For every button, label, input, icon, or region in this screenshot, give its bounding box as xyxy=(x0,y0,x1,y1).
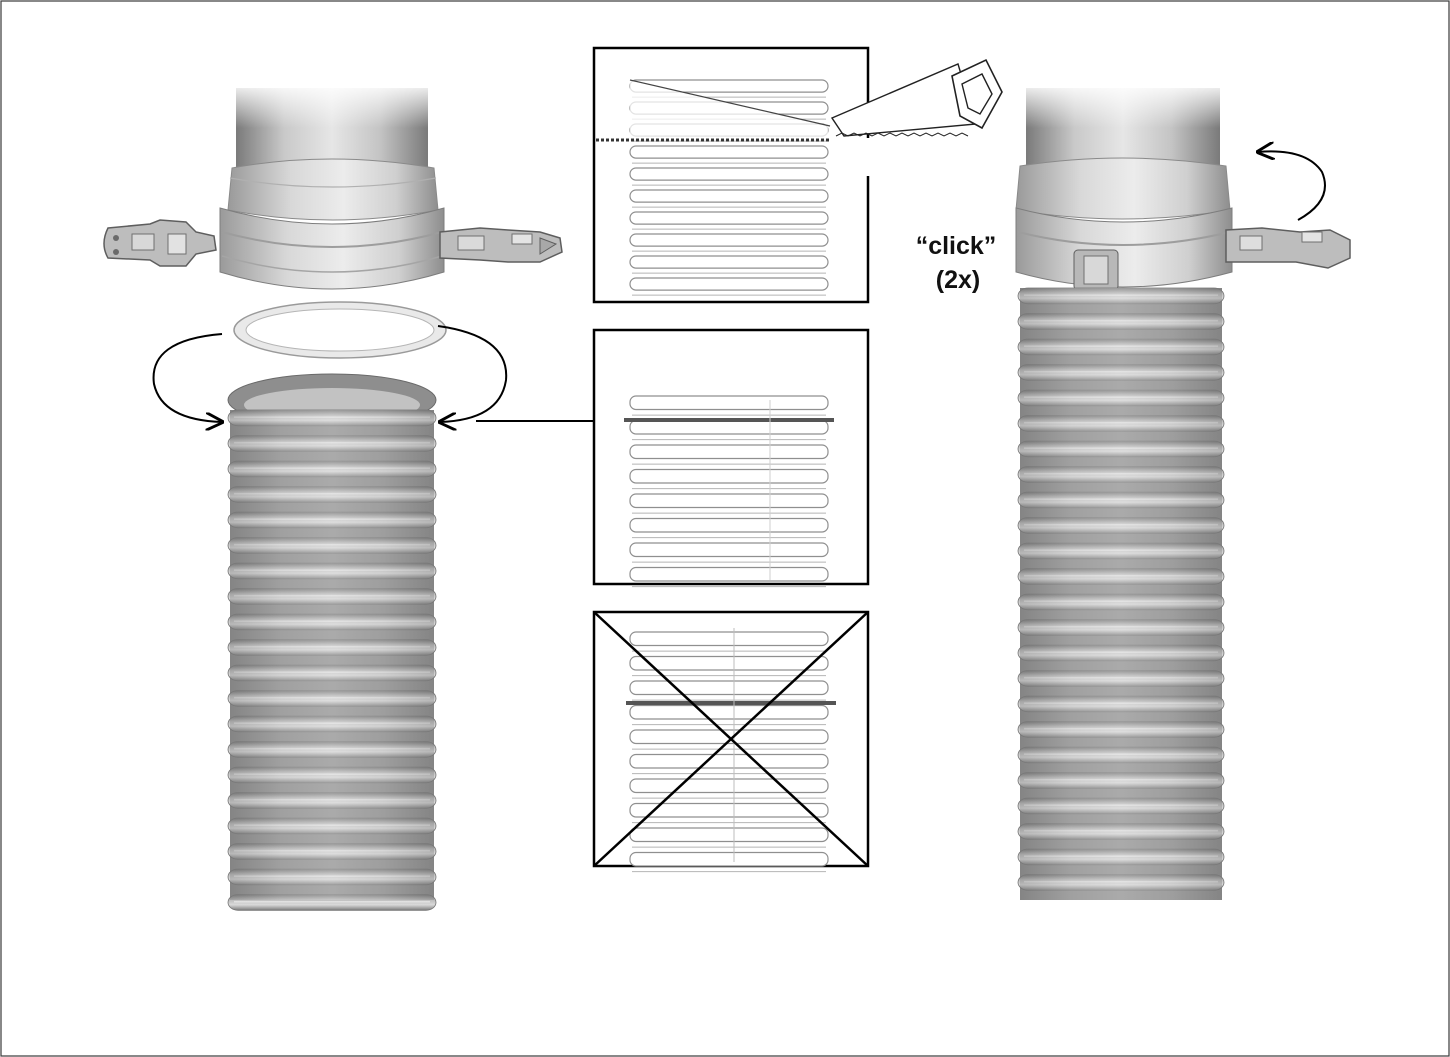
inset-pipe-rib xyxy=(630,681,828,694)
inset-pipe-rib xyxy=(630,657,828,670)
inset-wrong-fit xyxy=(594,612,868,872)
inset-pipe-rib xyxy=(630,421,828,434)
inset-pipe-rib xyxy=(630,234,828,246)
inset-pipe-rib xyxy=(630,168,828,180)
inset-pipe-rib xyxy=(630,445,828,458)
inset-pipe-rib xyxy=(630,494,828,507)
inset-pipe-rib xyxy=(630,470,828,483)
inset-pipe-rib xyxy=(630,256,828,268)
inset-pipe-rib xyxy=(630,632,828,645)
click-label: “click” xyxy=(916,232,997,260)
inset-pipe-rib xyxy=(630,396,828,409)
inset-pipe-rib xyxy=(630,828,828,841)
clamp-lever-left xyxy=(104,220,216,266)
inset-pipe-rib xyxy=(630,212,828,224)
rotate-arrow-icon xyxy=(438,326,506,422)
corrugated-pipe-right xyxy=(1018,288,1224,900)
rotate-arrow-icon xyxy=(1258,151,1325,220)
clamp-lever-right xyxy=(440,228,562,262)
inset-pipe-rib xyxy=(630,146,828,158)
click-count-label: (2x) xyxy=(936,266,980,294)
inset-pipe-rib xyxy=(630,278,828,290)
inset-correct-fit xyxy=(594,330,868,587)
corrugated-pipe-left xyxy=(228,410,436,910)
left-assembly xyxy=(104,88,614,910)
inset-pipe-rib xyxy=(630,706,828,719)
inset-pipe-rib xyxy=(630,755,828,768)
inset-pipe-rib xyxy=(630,779,828,792)
right-assembly xyxy=(1016,88,1350,900)
rotate-arrow-icon xyxy=(154,334,222,422)
inset-pipe-rib xyxy=(630,568,828,581)
hand-saw-icon xyxy=(832,60,1002,136)
inset-pipe-rib xyxy=(630,519,828,532)
inset-pipe-rib xyxy=(630,543,828,556)
connector-collar-right xyxy=(1016,158,1230,219)
inset-pipe-rib xyxy=(630,853,828,866)
inset-cut-pipe xyxy=(594,48,1002,302)
connector-collar-left xyxy=(228,159,438,220)
inset-pipe-rib xyxy=(630,190,828,202)
